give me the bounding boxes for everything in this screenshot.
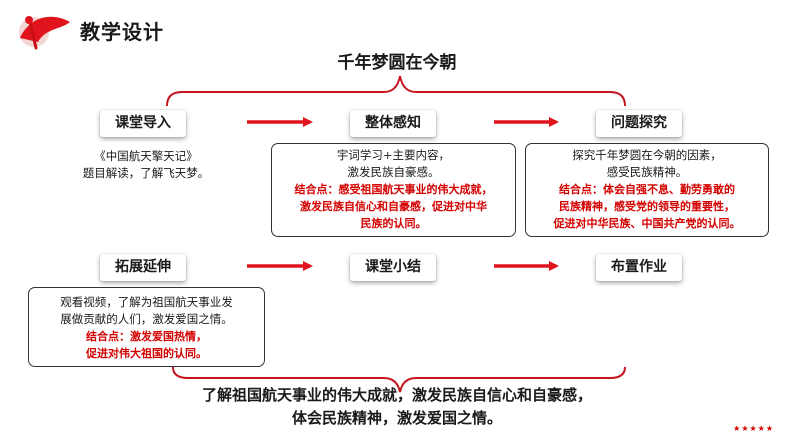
extend-text-1: 观看视频，了解为祖国航天事业发 bbox=[60, 295, 233, 309]
flag-torch-logo bbox=[19, 16, 70, 50]
stage-homework: 布置作业 bbox=[596, 254, 682, 281]
stage-perceive: 整体感知 bbox=[350, 110, 436, 137]
conclusion-line-1: 了解祖国航天事业的伟大成就，激发民族自信心和自豪感， bbox=[201, 386, 592, 404]
stage-intro: 课堂导入 bbox=[100, 110, 186, 137]
header-title: 教学设计 bbox=[80, 20, 164, 44]
diagram-title: 千年梦圆在今朝 bbox=[337, 53, 457, 73]
stage-summary: 课堂小结 bbox=[350, 254, 436, 281]
perceive-note-2: 激发民族自信心和自豪感，促进对中华 bbox=[300, 200, 487, 213]
extend-note-2: 促进对伟大祖国的认同。 bbox=[86, 347, 207, 360]
explore-text-1: 探究千年梦圆在今朝的因素， bbox=[572, 148, 722, 162]
bottom-brace bbox=[172, 366, 626, 393]
conclusion: 了解祖国航天事业的伟大成就，激发民族自信心和自豪感， 体会民族精神，激发爱国之情… bbox=[0, 384, 794, 430]
perceive-card: 宇词学习+主要内容， 激发民族自豪感。 结合点：感受祖国航天事业的伟大成就， 激… bbox=[271, 143, 516, 237]
perceive-text-1: 宇词学习+主要内容， bbox=[336, 148, 451, 162]
intro-line-1: 《中国航天擎天记》 bbox=[94, 149, 198, 163]
explore-text-2: 感受民族精神。 bbox=[606, 165, 688, 179]
extend-card: 观看视频，了解为祖国航天事业发 展做贡献的人们，激发爱国之情。 结合点：激发爱国… bbox=[28, 287, 265, 367]
perceive-note-1: 结合点：感受祖国航天事业的伟大成就， bbox=[294, 183, 493, 196]
decorative-stars: ★★★★★ bbox=[733, 424, 774, 433]
stage-explore: 问题探究 bbox=[596, 110, 682, 137]
stage-extend: 拓展延伸 bbox=[100, 254, 186, 281]
perceive-note-3: 民族的认同。 bbox=[360, 217, 427, 230]
intro-line-2: 题目解读，了解飞天梦。 bbox=[82, 166, 210, 180]
explore-note-3: 促进对中华民族、中国共产党的认同。 bbox=[553, 217, 741, 230]
top-brace bbox=[166, 75, 626, 107]
intro-description: 《中国航天擎天记》 题目解读，了解飞天梦。 bbox=[56, 148, 236, 182]
explore-note-1: 结合点：体会自强不息、勤劳勇敢的 bbox=[559, 183, 735, 196]
explore-card: 探究千年梦圆在今朝的因素， 感受民族精神。 结合点：体会自强不息、勤劳勇敢的 民… bbox=[525, 143, 769, 237]
conclusion-line-2: 体会民族精神，激发爱国之情。 bbox=[291, 409, 502, 427]
explore-note-2: 民族精神，感受党的领导的重要性， bbox=[559, 200, 735, 213]
extend-note-1: 结合点：激发爱国热情， bbox=[86, 330, 207, 343]
extend-text-2: 展做贡献的人们，激发爱国之情。 bbox=[60, 312, 233, 326]
perceive-text-2: 激发民族自豪感。 bbox=[347, 165, 440, 179]
